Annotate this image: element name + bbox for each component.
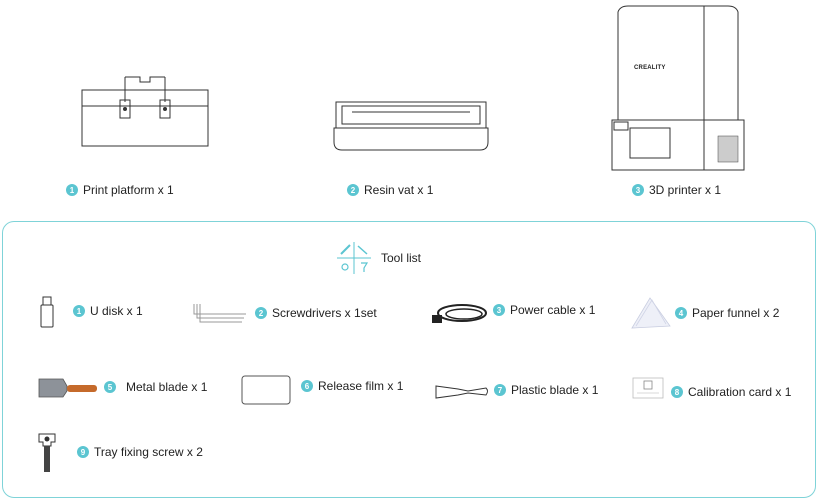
printer-brand-logo: CREALITY (634, 65, 666, 71)
item-label: Metal blade x 1 (126, 380, 208, 394)
item-label: U disk x 1 (90, 304, 143, 318)
calibration-card-icon (632, 377, 664, 399)
tool-list-icon (335, 240, 373, 276)
tool-item-1: 1 U disk x 1 (73, 304, 143, 318)
tool-item-5: 5 Metal blade x 1 (104, 380, 207, 394)
item-number-badge: 2 (255, 307, 267, 319)
item-label: Print platform x 1 (83, 183, 174, 197)
tool-item-8: 8 Calibration card x 1 (671, 385, 791, 399)
resin-vat-icon (332, 98, 490, 154)
main-item-2: 2 Resin vat x 1 (347, 183, 433, 197)
metal-blade-icon (37, 377, 101, 399)
item-label: Tray fixing screw x 2 (94, 445, 203, 459)
item-label: Release film x 1 (318, 379, 404, 393)
tool-item-7: 7 Plastic blade x 1 (494, 383, 598, 397)
item-number-badge: 8 (671, 386, 683, 398)
power-cable-icon (430, 301, 490, 327)
item-label: Resin vat x 1 (364, 183, 434, 197)
tool-item-2: 2 Screwdrivers x 1set (255, 306, 377, 320)
item-number-badge: 2 (347, 184, 359, 196)
item-number-badge: 3 (493, 304, 505, 316)
item-number-badge: 5 (104, 381, 116, 393)
print-platform-icon (80, 72, 210, 150)
item-number-badge: 1 (66, 184, 78, 196)
u-disk-icon (40, 296, 54, 328)
screwdrivers-icon (192, 302, 248, 324)
main-item-1: 1 Print platform x 1 (66, 183, 174, 197)
tool-item-6: 6 Release film x 1 (301, 379, 403, 393)
item-number-badge: 6 (301, 380, 313, 392)
release-film-icon (241, 375, 291, 405)
item-number-badge: 4 (675, 307, 687, 319)
item-label: Paper funnel x 2 (692, 306, 780, 320)
tool-item-9: 9 Tray fixing screw x 2 (77, 445, 203, 459)
tray-fixing-screw-icon (36, 432, 58, 474)
item-number-badge: 9 (77, 446, 89, 458)
3d-printer-icon: CREALITY (610, 2, 746, 174)
item-number-badge: 1 (73, 305, 85, 317)
item-label: 3D printer x 1 (649, 183, 722, 197)
item-label: Screwdrivers x 1set (272, 306, 377, 320)
item-label: Plastic blade x 1 (511, 383, 599, 397)
item-number-badge: 7 (494, 384, 506, 396)
tool-list-title: Tool list (381, 251, 422, 265)
plastic-blade-icon (434, 383, 490, 401)
tool-item-3: 3 Power cable x 1 (493, 303, 595, 317)
tool-list-panel (2, 221, 816, 498)
paper-funnel-icon (630, 296, 672, 332)
item-label: Power cable x 1 (510, 303, 596, 317)
main-item-3: 3 3D printer x 1 (632, 183, 721, 197)
item-label: Calibration card x 1 (688, 385, 792, 399)
tool-item-4: 4 Paper funnel x 2 (675, 306, 779, 320)
item-number-badge: 3 (632, 184, 644, 196)
